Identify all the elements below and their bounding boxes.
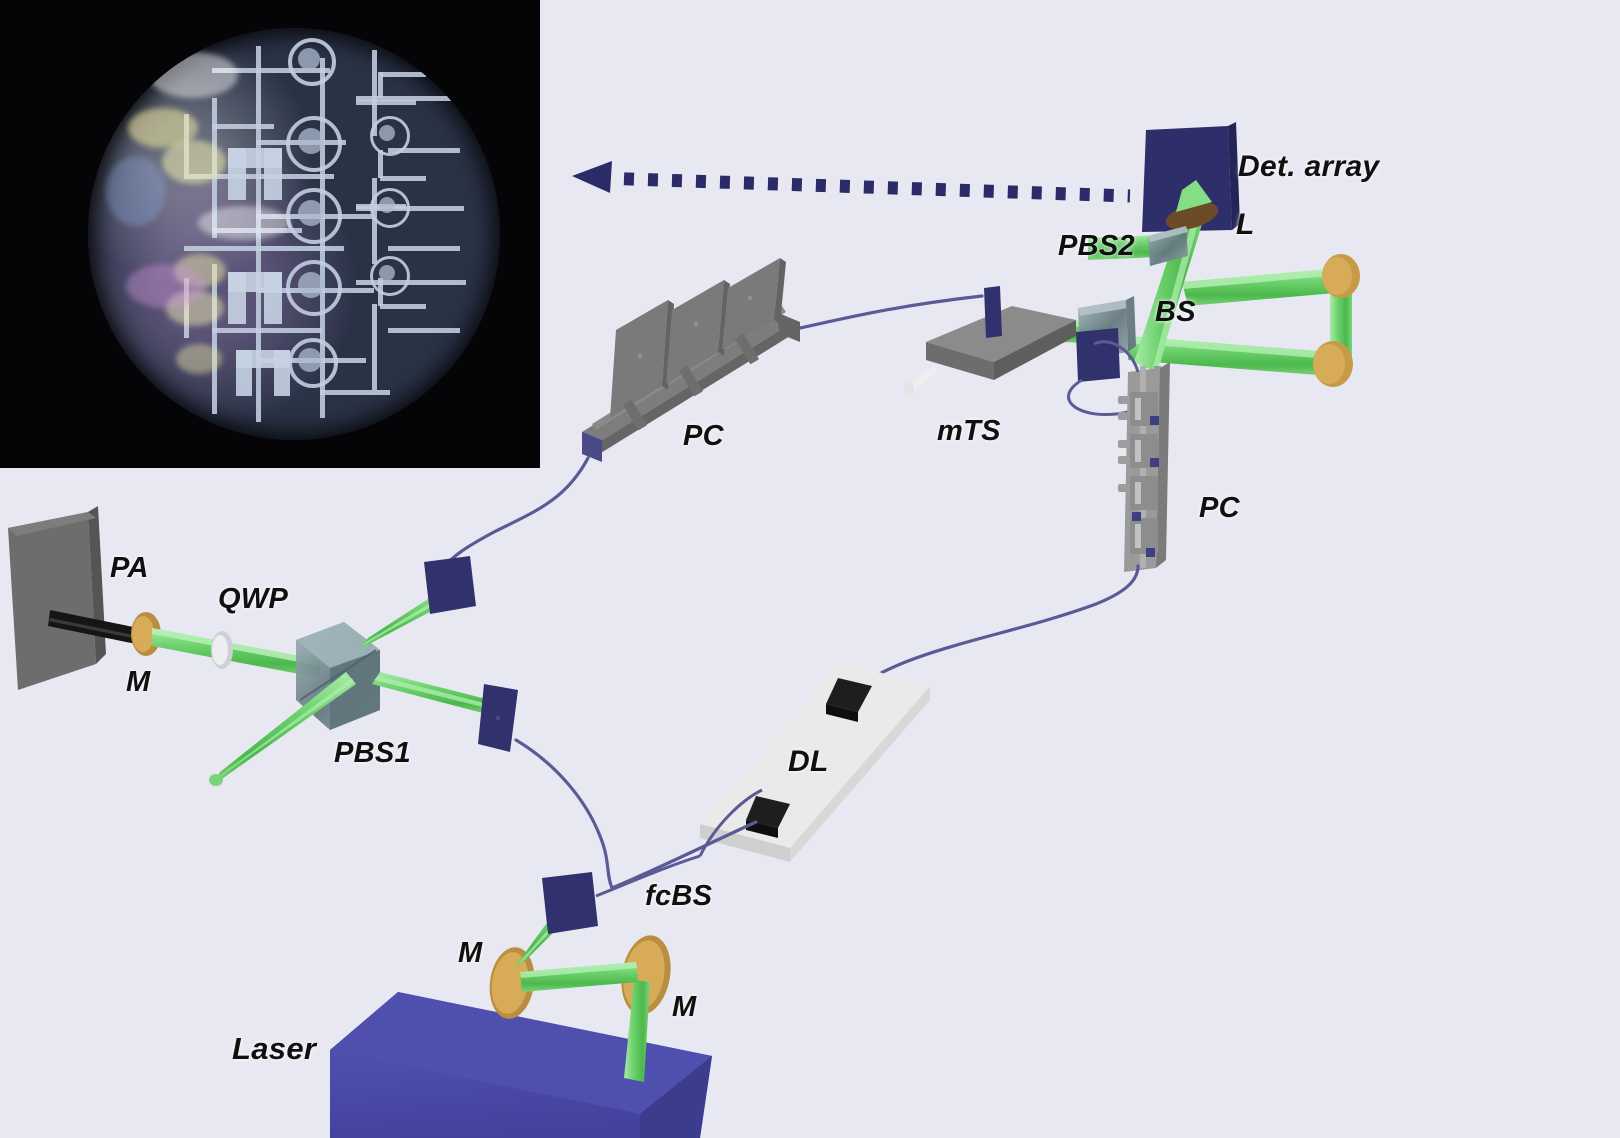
- beam-pbs1-to-coupler-right: [372, 672, 498, 716]
- label-dl: DL: [788, 745, 829, 778]
- delay-line: [700, 662, 930, 862]
- label-mirror-mid: M: [458, 937, 483, 969]
- pa-rod: [48, 610, 148, 646]
- label-pa: PA: [110, 552, 149, 584]
- polarization-controller-right: [1118, 362, 1170, 572]
- fiber-coupler-upper-left: [424, 556, 476, 614]
- fiber-pc-to-mts: [798, 294, 984, 330]
- polarization-analyzer: [8, 506, 106, 690]
- beam-m-to-pbs1: [152, 628, 320, 678]
- label-fcbs: fcBS: [645, 880, 713, 912]
- label-mirror-right: M: [672, 991, 697, 1023]
- label-mirror-left: M: [126, 666, 151, 698]
- polarization-controller-top: [582, 258, 800, 462]
- fiber-pc-to-bs: [1093, 340, 1140, 373]
- microscope-field-of-view: [88, 28, 500, 440]
- fiber-pbs1-to-pc: [442, 456, 590, 570]
- fiber-fcbs-to-dl: [610, 820, 758, 890]
- fiber-dl-to-pc: [854, 564, 1140, 692]
- beam-mirror-right-to-mid: [520, 962, 638, 992]
- mirror-mid: [489, 947, 535, 1019]
- microscope-inset: [0, 0, 540, 468]
- label-lens: L: [1236, 208, 1255, 241]
- label-pc-top: PC: [683, 420, 724, 452]
- label-laser: Laser: [232, 1031, 317, 1066]
- fiber-coupler-right-of-pbs1: [478, 684, 518, 752]
- label-det-array: Det. array: [1238, 150, 1380, 183]
- fiber-pbs1-to-fcbs: [514, 738, 614, 890]
- fiber-coupled-beam-splitter: [542, 872, 598, 934]
- beam-input-pbs1: [209, 672, 356, 786]
- label-bs: BS: [1155, 296, 1196, 328]
- mirror-left: [131, 612, 161, 656]
- fiber-fcbs-branch: [698, 788, 763, 857]
- quarter-wave-plate: [211, 631, 233, 669]
- laser-source: [330, 992, 712, 1138]
- label-pc-right: PC: [1199, 492, 1240, 524]
- dotted-arrow: [572, 161, 1131, 203]
- label-pbs2: PBS2: [1058, 230, 1135, 262]
- label-qwp: QWP: [218, 583, 289, 615]
- beam-laser-to-mirror-right: [624, 980, 650, 1082]
- motorized-translation-stage: [904, 286, 1076, 396]
- fiber-fcbs-out: [595, 854, 701, 898]
- label-mts: mTS: [937, 415, 1001, 447]
- label-pbs1: PBS1: [334, 737, 411, 769]
